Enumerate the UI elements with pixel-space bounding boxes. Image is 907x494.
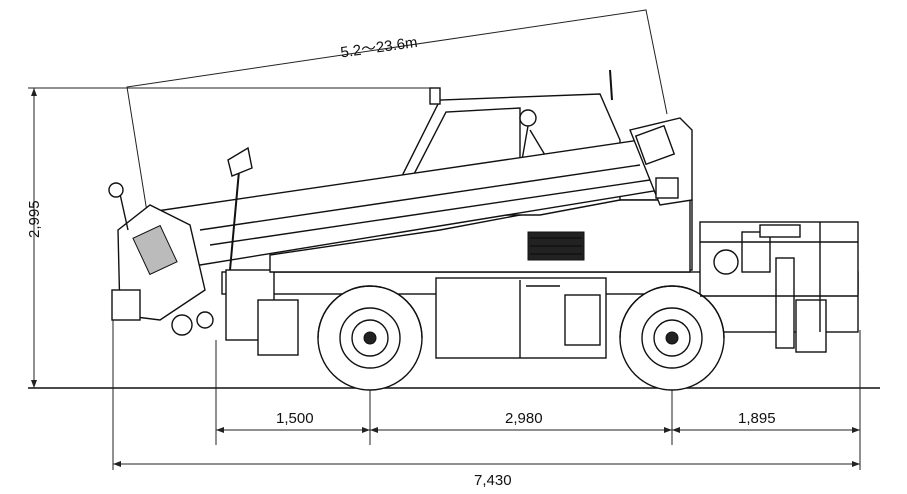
boom-length-label: 5.2～23.6m (339, 34, 418, 62)
front-overhang-label: 1,500 (276, 410, 314, 427)
height-dimension: 2,995 (26, 87, 440, 388)
front-wheel (317, 285, 423, 391)
rear-body-details (700, 222, 858, 332)
rear-wheel (619, 285, 725, 391)
telescopic-boom (149, 117, 693, 271)
length-dimensions: 1,500 2,980 1,895 7,430 (112, 320, 861, 489)
height-label: 2,995 (26, 200, 43, 238)
rear-overhang-label: 1,895 (738, 410, 776, 427)
wheelbase-label: 2,980 (505, 410, 543, 427)
boom-head-and-hook (108, 182, 214, 336)
overall-length-label: 7,430 (474, 472, 512, 489)
superstructure (269, 199, 691, 273)
